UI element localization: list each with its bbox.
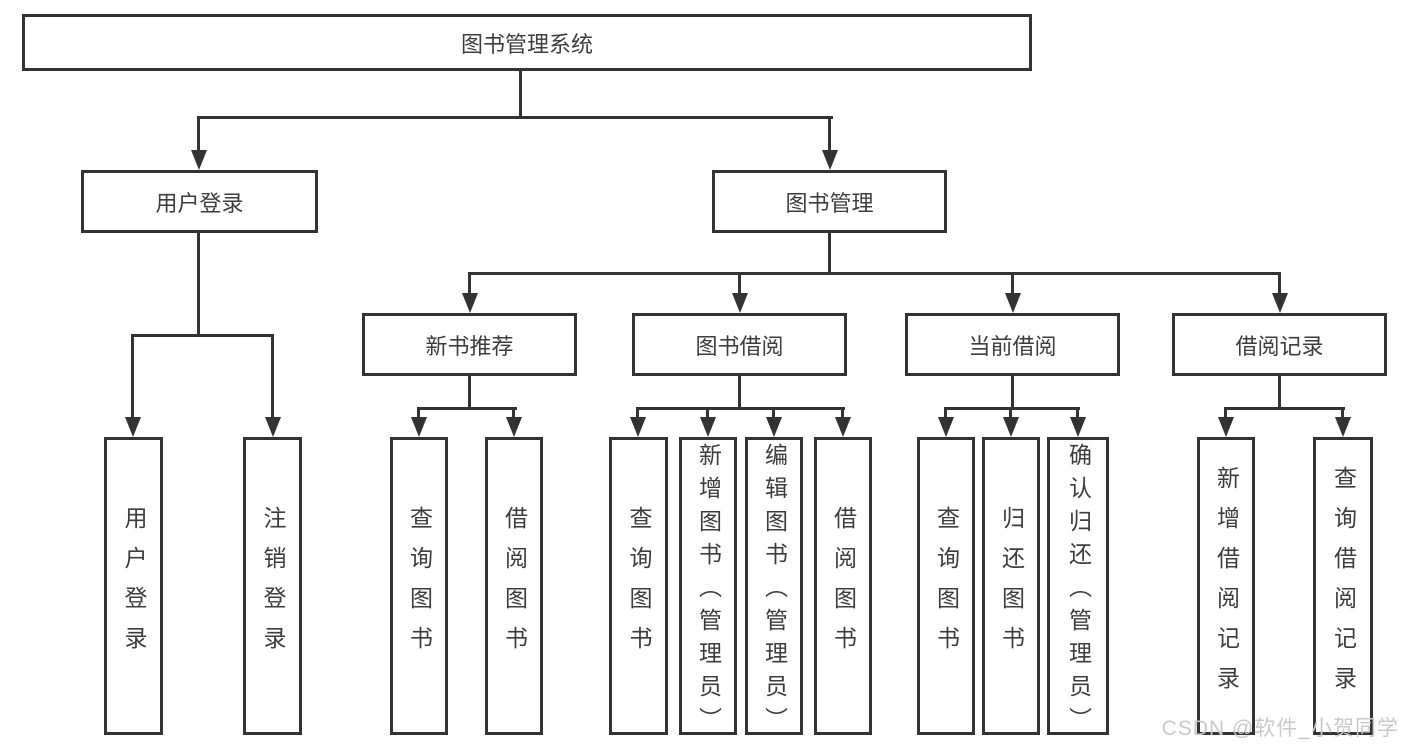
node-user-login: 用户登录	[81, 170, 318, 233]
connector-line	[1278, 376, 1281, 409]
connector-line	[197, 118, 200, 152]
leaf-logout: 注销登录	[243, 437, 302, 735]
arrow-down-icon	[506, 417, 522, 437]
arrow-down-icon	[630, 417, 646, 437]
node-label: 用户登录	[155, 190, 244, 216]
connector-line	[1224, 409, 1227, 419]
connector-line	[1341, 409, 1344, 419]
leaf-edit-book-admin: 编辑图书（管理员）	[745, 437, 803, 740]
connector-line	[1011, 274, 1014, 295]
arrow-down-icon	[732, 293, 748, 313]
arrow-down-icon	[1218, 417, 1234, 437]
leaf-add-borrow-record: 新增借阅记录	[1197, 437, 1255, 735]
node-new-book-recommend: 新书推荐	[362, 313, 577, 376]
arrow-down-icon	[1005, 293, 1021, 313]
arrow-down-icon	[938, 417, 954, 437]
connector-line	[519, 70, 522, 118]
leaf-label: 借阅图书	[501, 506, 528, 666]
leaf-label: 查询图书	[933, 506, 960, 666]
connector-line	[772, 409, 775, 419]
connector-line	[131, 336, 134, 419]
leaf-label: 查询图书	[406, 506, 433, 666]
arrow-down-icon	[265, 417, 281, 437]
connector-line	[636, 409, 639, 419]
connector-line	[197, 116, 833, 119]
connector-line	[1011, 376, 1014, 409]
node-book-management: 图书管理	[712, 170, 947, 233]
leaf-label: 新增借阅记录	[1213, 466, 1240, 706]
leaf-label: 查询借阅记录	[1330, 466, 1357, 706]
connector-line	[417, 407, 517, 410]
leaf-borrow-books: 借阅图书	[814, 437, 872, 735]
arrow-down-icon	[1070, 417, 1086, 437]
csdn-watermark: CSDN @软件_小贺同学	[1161, 717, 1399, 740]
connector-line	[706, 409, 709, 419]
connector-line	[131, 334, 274, 337]
node-book-borrowing: 图书借阅	[632, 313, 847, 376]
connector-line	[738, 376, 741, 409]
node-label: 图书管理	[785, 190, 874, 216]
arrow-down-icon	[766, 417, 782, 437]
node-label: 图书管理系统	[460, 31, 593, 57]
arrow-down-icon	[1335, 417, 1351, 437]
connector-line	[738, 274, 741, 295]
connector-line	[1278, 274, 1281, 295]
node-label: 新书推荐	[425, 333, 514, 359]
arrow-down-icon	[835, 417, 851, 437]
arrow-down-icon	[700, 417, 716, 437]
leaf-label: 编辑图书（管理员）	[761, 443, 788, 740]
arrow-down-icon	[125, 417, 141, 437]
connector-line	[197, 233, 200, 336]
connector-line	[636, 407, 845, 410]
leaf-query-borrow-record: 查询借阅记录	[1313, 437, 1373, 735]
leaf-add-book-admin: 新增图书（管理员）	[679, 437, 737, 740]
arrow-down-icon	[191, 150, 207, 170]
arrow-down-icon	[822, 150, 838, 170]
connector-line	[944, 407, 1080, 410]
leaf-query-books-recommend: 查询图书	[390, 437, 448, 735]
connector-line	[468, 274, 471, 295]
leaf-label: 借阅图书	[830, 506, 857, 666]
leaf-label: 确认归还（管理员）	[1065, 443, 1092, 740]
arrow-down-icon	[1272, 293, 1288, 313]
connector-line	[944, 409, 947, 419]
connector-line	[468, 376, 471, 409]
connector-line	[828, 233, 831, 274]
leaf-query-books-current: 查询图书	[917, 437, 975, 735]
connector-line	[828, 118, 831, 152]
arrow-down-icon	[411, 417, 427, 437]
leaf-borrow-books-recommend: 借阅图书	[485, 437, 543, 735]
connector-line	[417, 409, 420, 419]
leaf-user-login: 用户登录	[104, 437, 163, 735]
leaf-label: 查询图书	[626, 506, 652, 666]
leaf-confirm-return-admin: 确认归还（管理员）	[1047, 437, 1109, 740]
connector-line	[1076, 409, 1079, 419]
connector-line	[1009, 409, 1012, 419]
connector-line	[512, 409, 515, 419]
connector-line	[271, 336, 274, 419]
connector-line	[841, 409, 844, 419]
leaf-label: 用户登录	[121, 506, 147, 666]
arrow-down-icon	[1003, 417, 1019, 437]
leaf-label: 新增图书（管理员）	[695, 443, 722, 740]
leaf-return-books: 归还图书	[982, 437, 1040, 735]
node-label: 当前借阅	[968, 333, 1057, 359]
arrow-down-icon	[462, 293, 478, 313]
node-label: 图书借阅	[695, 333, 784, 359]
leaf-label: 注销登录	[260, 506, 286, 666]
node-label: 借阅记录	[1235, 333, 1324, 359]
leaf-label: 归还图书	[998, 506, 1025, 666]
node-library-management-system: 图书管理系统	[22, 14, 1032, 71]
connector-line	[1224, 407, 1345, 410]
node-current-borrowing: 当前借阅	[905, 313, 1120, 376]
node-borrowing-records: 借阅记录	[1172, 313, 1387, 376]
leaf-query-books-borrow: 查询图书	[609, 437, 668, 735]
connector-line	[468, 272, 1281, 275]
